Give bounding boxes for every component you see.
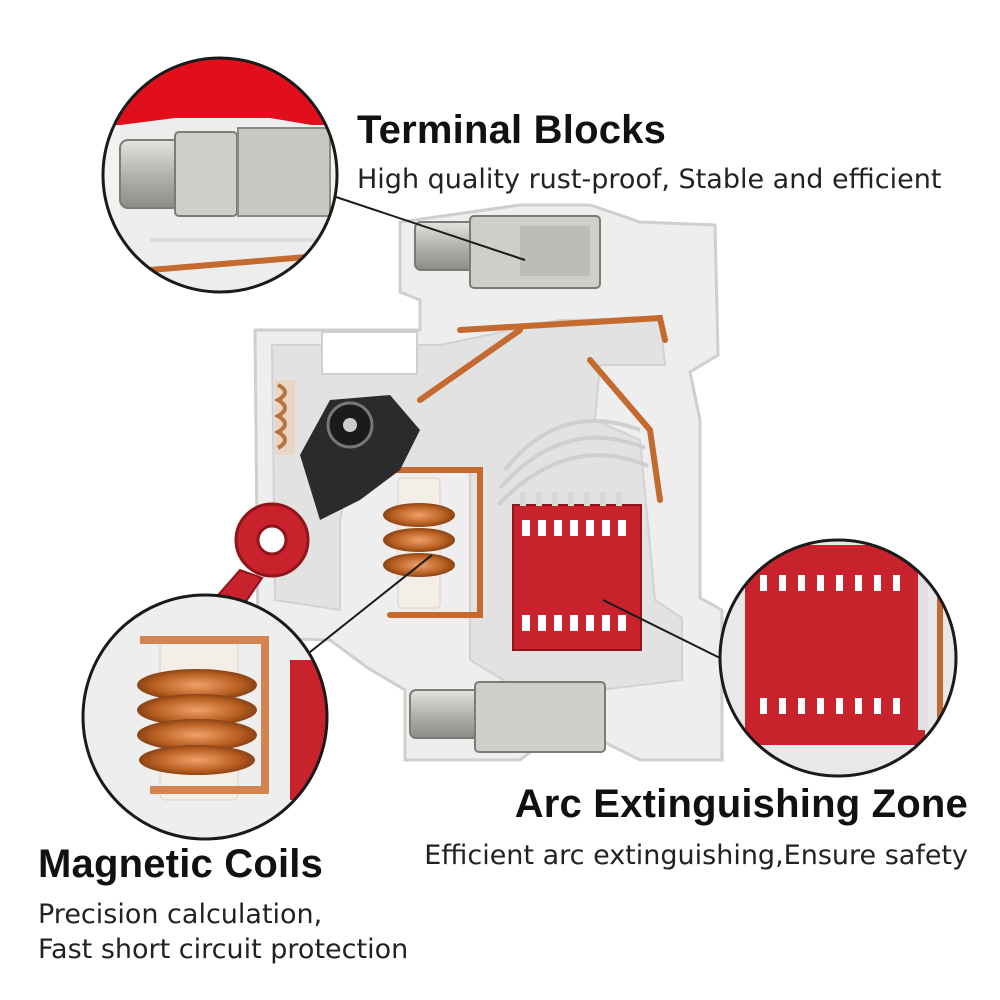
arc-zone-description: Efficient arc extinguishing,Ensure safet…	[424, 840, 968, 871]
arc-zone-zoom	[718, 538, 958, 778]
copper-conductors	[382, 314, 668, 618]
terminal-blocks-zoom	[101, 56, 339, 294]
leader-lines	[299, 194, 721, 661]
bottom-terminal	[409, 681, 606, 753]
magnetic-coils-title: Magnetic Coils	[38, 842, 324, 886]
arc-zone-title: Arc Extinguishing Zone	[514, 782, 968, 826]
terminal-blocks-callout: Terminal Blocks High quality rust-proof,…	[357, 108, 941, 197]
terminal-blocks-description: High quality rust-proof, Stable and effi…	[357, 164, 942, 195]
arc-zone-callout: Arc Extinguishing Zone Efficient arc ext…	[424, 782, 968, 873]
magnetic-coils-description-line1: Precision calculation,	[38, 899, 323, 930]
arc-guide-ribs	[496, 419, 649, 507]
terminal-blocks-title: Terminal Blocks	[357, 108, 667, 152]
magnetic-coils-callout: Magnetic Coils Precision calculation, Fa…	[38, 842, 408, 967]
magnetic-coils-description-line2: Fast short circuit protection	[38, 933, 409, 965]
arc-chute	[512, 492, 642, 651]
top-terminal	[414, 215, 601, 289]
magnetic-coils-zoom	[81, 593, 329, 841]
trip-mechanism	[273, 331, 420, 520]
